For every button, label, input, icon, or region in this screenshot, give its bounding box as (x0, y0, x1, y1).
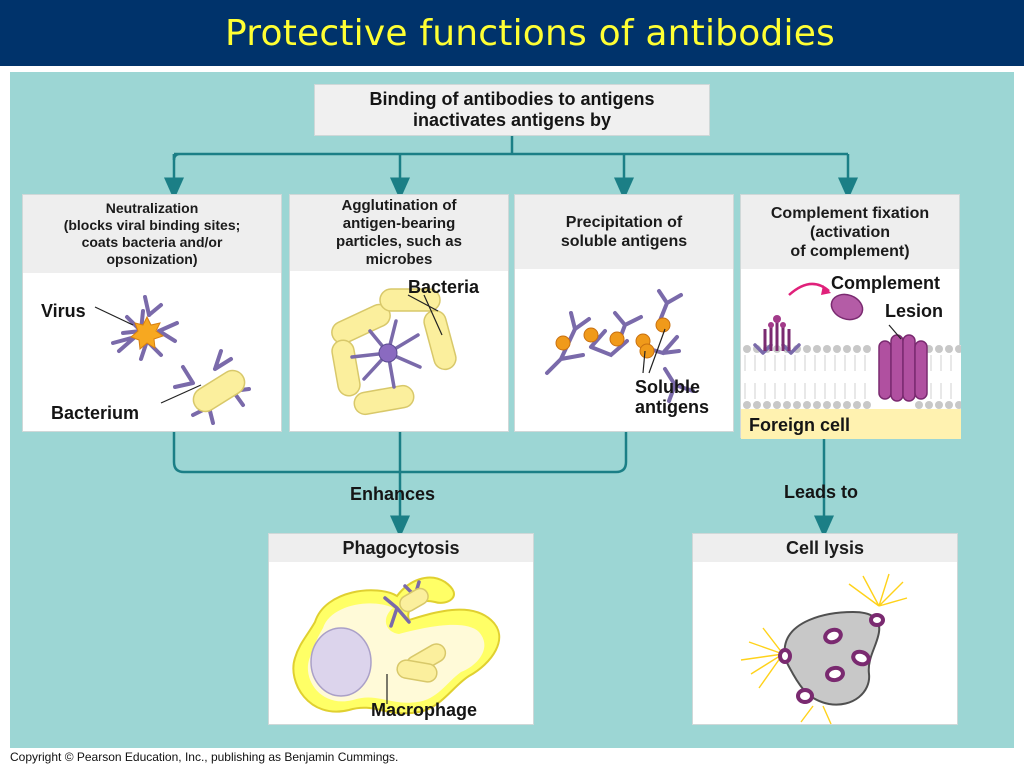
label-macrophage: Macrophage (371, 700, 478, 720)
lesion-pore (878, 334, 928, 402)
panel-agglutination: Agglutination of antigen-bearing particl… (289, 194, 509, 432)
label-bacterium: Bacterium (51, 403, 140, 423)
label-leads-to: Leads to (784, 482, 859, 502)
panel-cell-lysis: Cell lysis (692, 533, 958, 725)
panel-neutralization: Neutralization (blocks viral binding sit… (22, 194, 282, 432)
label-virus: Virus (41, 301, 86, 321)
panel-phagocytosis-heading: Phagocytosis (269, 534, 533, 562)
antigen-center (378, 343, 398, 363)
panel-cell-lysis-heading: Cell lysis (693, 534, 957, 562)
foreign-cell-region (741, 407, 961, 439)
neutralization-illustration (94, 295, 251, 425)
label-lesion: Lesion (885, 301, 944, 321)
copyright-notice: Copyright © Pearson Education, Inc., pub… (10, 750, 399, 764)
top-summary-box: Binding of antibodies to antigens inacti… (314, 84, 710, 136)
panel-agglutination-heading: Agglutination of antigen-bearing particl… (290, 195, 508, 271)
title-bar (0, 0, 1024, 66)
virus-particle (130, 315, 165, 350)
panel-complement-heading: Complement fixation (activation of compl… (741, 195, 959, 269)
macrophage-nucleus (310, 627, 372, 697)
lysing-cell (783, 610, 881, 706)
top-summary-text: Binding of antibodies to antigens inacti… (369, 89, 655, 130)
cell-lysis-illustration (740, 573, 908, 725)
complement-complex (763, 319, 791, 351)
panel-precipitation: Precipitation of soluble antigens Solubl… (514, 194, 734, 432)
complement-illustration (741, 282, 961, 439)
complement-protein (830, 293, 864, 321)
connector-top-bus (172, 152, 848, 161)
panel-neutralization-heading: Neutralization (blocks viral binding sit… (23, 195, 281, 273)
label-complement: Complement (831, 273, 941, 293)
panel-precipitation-heading: Precipitation of soluble antigens (515, 195, 733, 269)
bacterium-rod (192, 369, 246, 413)
panel-complement-fixation: Complement fixation (activation of compl… (740, 194, 961, 439)
phagocytosis-illustration (292, 576, 501, 715)
slide-title: Protective functions of antibodies (224, 13, 835, 54)
agglutination-illustration (331, 288, 457, 416)
label-enhances: Enhances (350, 484, 436, 504)
label-soluble-antigens: Soluble antigens (635, 377, 710, 417)
label-bacteria: Bacteria (408, 277, 480, 297)
precipitation-illustration (545, 289, 695, 403)
panel-phagocytosis: Phagocytosis Macrophage (268, 533, 534, 725)
label-foreign-cell: Foreign cell (749, 415, 851, 435)
cell-membrane (741, 345, 961, 409)
